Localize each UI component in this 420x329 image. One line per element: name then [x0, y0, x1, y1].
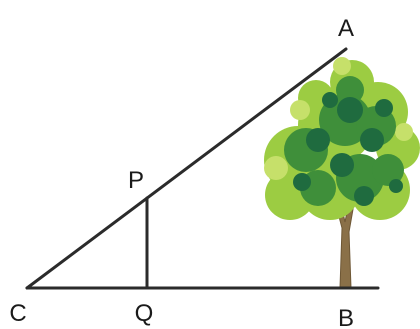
tree-icon: [264, 57, 420, 289]
line-ca: [25, 47, 348, 290]
vertex-label-p: P: [128, 167, 144, 194]
vertex-label-b: B: [338, 305, 354, 329]
vertex-label-a: A: [338, 15, 354, 42]
vertex-label-q: Q: [135, 300, 154, 327]
vertex-label-c: C: [9, 300, 26, 327]
